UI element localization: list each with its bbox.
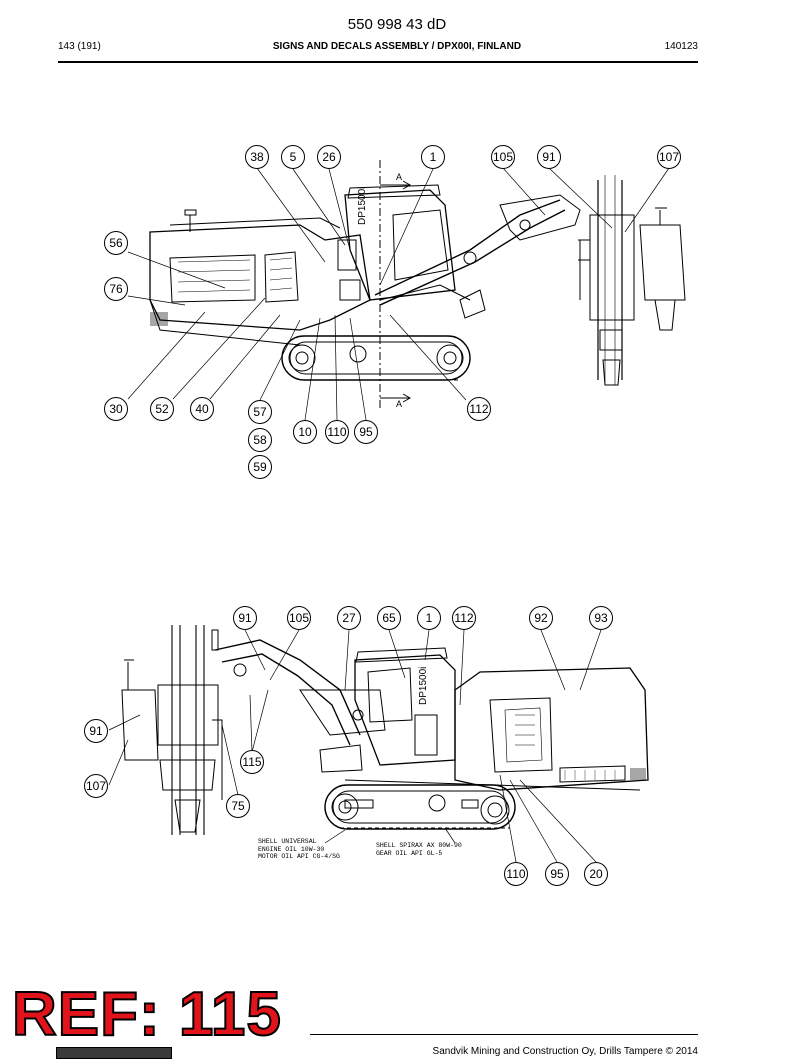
view1-callout-112: 112 bbox=[467, 397, 491, 421]
view2-callout-92: 92 bbox=[529, 606, 553, 630]
view1-callout-30: 30 bbox=[104, 397, 128, 421]
oil-label-left: SHELL UNIVERSAL ENGINE OIL 10W-30 MOTOR … bbox=[258, 838, 340, 860]
view1-callout-5: 5 bbox=[281, 145, 305, 169]
view2-callout-75: 75 bbox=[226, 794, 250, 818]
view2-callout-20: 20 bbox=[584, 862, 608, 886]
view1-callout-95: 95 bbox=[354, 420, 378, 444]
view1-leaders bbox=[127, 167, 670, 421]
view2-callout-91: 91 bbox=[84, 719, 108, 743]
view2-callout-107: 107 bbox=[84, 774, 108, 798]
view1-callout-76: 76 bbox=[104, 277, 128, 301]
view2-callout-115: 115 bbox=[240, 750, 264, 774]
sandvik-logo bbox=[56, 1047, 172, 1059]
model-text-view2: DP1500i bbox=[418, 666, 429, 705]
rig-opposite-view bbox=[121, 625, 649, 835]
view1-callout-26: 26 bbox=[317, 145, 341, 169]
model-text-view1: DP1500i bbox=[357, 186, 368, 225]
ref-stamp: REF: 115 bbox=[11, 980, 282, 1049]
view1-callout-1: 1 bbox=[421, 145, 445, 169]
view1-callout-59: 59 bbox=[248, 455, 272, 479]
view1-callout-10: 10 bbox=[293, 420, 317, 444]
view1-callout-110: 110 bbox=[325, 420, 349, 444]
oil-label-right: SHELL SPIRAX AX 80W-90 GEAR OIL API GL-5 bbox=[376, 842, 462, 857]
view2-callout-1: 1 bbox=[417, 606, 441, 630]
view1-callout-38: 38 bbox=[245, 145, 269, 169]
footer-copyright: Sandvik Mining and Construction Oy, Dril… bbox=[432, 1046, 698, 1057]
view2-callout-91: 91 bbox=[233, 606, 257, 630]
page-title: SIGNS AND DECALS ASSEMBLY / DPX00I, FINL… bbox=[272, 41, 522, 52]
section-mark-top: A bbox=[396, 172, 403, 182]
view2-callout-110: 110 bbox=[504, 862, 528, 886]
view1-callout-52: 52 bbox=[150, 397, 174, 421]
view1-callout-91: 91 bbox=[537, 145, 561, 169]
view2-callout-93: 93 bbox=[589, 606, 613, 630]
section-mark-bottom: A bbox=[396, 399, 403, 409]
header-rule bbox=[58, 61, 698, 63]
date-code: 140123 bbox=[664, 41, 698, 52]
view2-callout-95: 95 bbox=[545, 862, 569, 886]
view1-callout-57: 57 bbox=[248, 400, 272, 424]
view2-leaders bbox=[108, 629, 602, 863]
view1-callout-56: 56 bbox=[104, 231, 128, 255]
view2-callout-112: 112 bbox=[452, 606, 476, 630]
view2-callout-65: 65 bbox=[377, 606, 401, 630]
view1-callout-107: 107 bbox=[657, 145, 681, 169]
footer-rule bbox=[310, 1034, 698, 1035]
page-number: 143 (191) bbox=[58, 41, 101, 52]
view1-callout-105: 105 bbox=[491, 145, 515, 169]
view2-callout-27: 27 bbox=[337, 606, 361, 630]
view2-callout-105: 105 bbox=[287, 606, 311, 630]
document-number: 550 998 43 dD bbox=[347, 16, 447, 33]
rig-side-view bbox=[149, 160, 686, 410]
view1-callout-40: 40 bbox=[190, 397, 214, 421]
view1-callout-58: 58 bbox=[248, 428, 272, 452]
